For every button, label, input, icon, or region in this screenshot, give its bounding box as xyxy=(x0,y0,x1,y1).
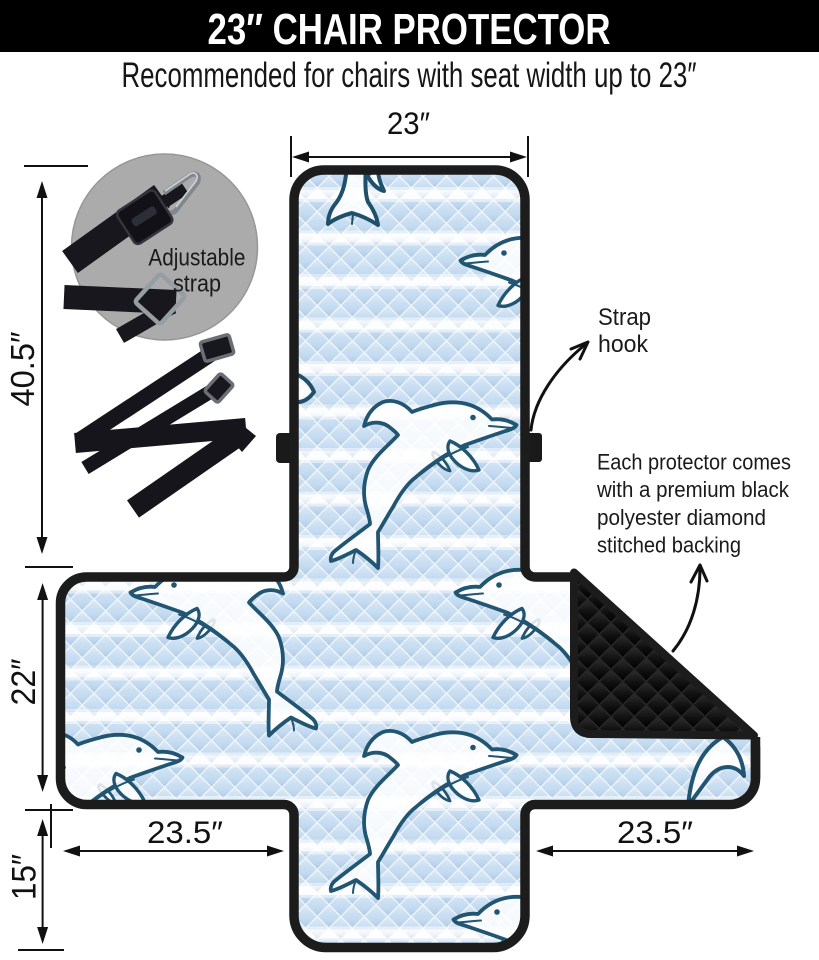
svg-text:stitched backing: stitched backing xyxy=(597,533,741,558)
svg-text:strap: strap xyxy=(173,271,221,298)
svg-text:23″ CHAIR PROTECTOR: 23″ CHAIR PROTECTOR xyxy=(208,6,611,54)
svg-text:hook: hook xyxy=(598,331,649,358)
svg-text:23.5″: 23.5″ xyxy=(617,814,693,850)
svg-text:Each protector comes: Each protector comes xyxy=(597,450,791,475)
svg-text:23″: 23″ xyxy=(387,105,430,141)
svg-text:Recommended for chairs with se: Recommended for chairs with seat width u… xyxy=(122,56,697,95)
svg-text:40.5″: 40.5″ xyxy=(4,331,41,406)
svg-text:Strap: Strap xyxy=(598,304,651,331)
svg-text:23.5″: 23.5″ xyxy=(147,814,223,850)
svg-text:polyester diamond: polyester diamond xyxy=(597,505,766,530)
svg-text:with a premium black: with a premium black xyxy=(596,477,790,502)
svg-text:Adjustable: Adjustable xyxy=(148,245,245,272)
svg-text:22″: 22″ xyxy=(5,659,43,706)
svg-text:15″: 15″ xyxy=(6,854,44,900)
